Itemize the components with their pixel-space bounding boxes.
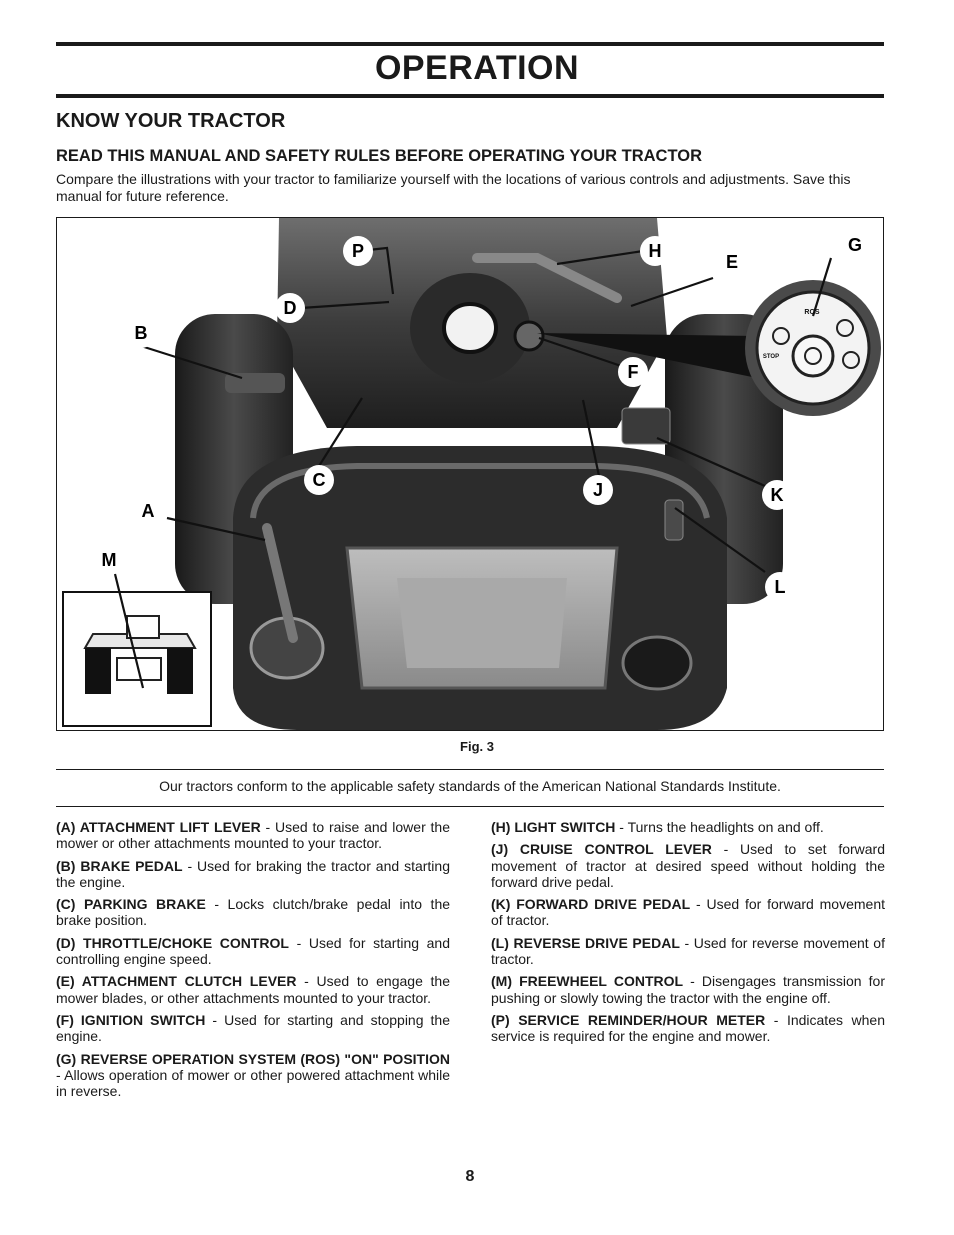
stop-label: STOP: [763, 354, 779, 360]
callout-letters: B D P H E G F C J K A M L: [94, 230, 870, 602]
item-label: (J) CRUISE CONTROL LEVER: [491, 841, 712, 858]
description-item-j: (J) CRUISE CONTROL LEVER - Used to set f…: [491, 841, 885, 890]
callout-m: M: [102, 550, 117, 570]
page-title: OPERATION: [374, 49, 580, 87]
item-label: (G) REVERSE OPERATION SYSTEM (ROS) "ON" …: [56, 1050, 450, 1067]
item-text: - Used for forward movement of tractor.: [491, 896, 885, 929]
title-rule: [56, 94, 884, 98]
descriptions-right-column: (H) LIGHT SWITCH - Turns the headlights …: [491, 819, 885, 1051]
callout-f: F: [628, 362, 639, 382]
tractor-illustration: ROS STOP: [62, 218, 881, 730]
description-item-h: (H) LIGHT SWITCH - Turns the headlights …: [491, 819, 885, 835]
callout-e: E: [726, 252, 738, 272]
description-item-a: (A) ATTACHMENT LIFT LEVER - Used to rais…: [56, 819, 450, 852]
item-text: - Used for starting and controlling engi…: [56, 934, 450, 968]
description-item-g: (G) REVERSE OPERATION SYSTEM (ROS) "ON" …: [56, 1051, 450, 1100]
item-text: - Locks clutch/brake pedal into the brak…: [56, 896, 451, 929]
callout-p: P: [352, 241, 364, 261]
item-label: (L) REVERSE DRIVE PEDAL: [491, 934, 680, 951]
callout-g: G: [848, 235, 862, 255]
item-label: (M) FREEWHEEL CONTROL: [491, 973, 684, 990]
callout-d: D: [284, 298, 297, 318]
description-item-l: (L) REVERSE DRIVE PEDAL - Used for rever…: [491, 935, 885, 968]
standards-note: Our tractors conform to the applicable s…: [159, 778, 781, 794]
note-rule-bottom: [56, 806, 884, 807]
fender-rim: [250, 463, 710, 519]
description-item-p: (P) SERVICE REMINDER/HOUR METER - Indica…: [491, 1012, 885, 1045]
item-label: (P) SERVICE REMINDER/HOUR METER: [491, 1011, 766, 1028]
lift-lever: [262, 523, 298, 643]
intro-paragraph: Compare the illustrations with your trac…: [56, 171, 851, 204]
description-item-d: (D) THROTTLE/CHOKE CONTROL - Used for st…: [56, 935, 450, 968]
cup-holder: [621, 635, 693, 691]
description-item-k: (K) FORWARD DRIVE PEDAL - Used for forwa…: [491, 896, 885, 929]
page-number: 8: [465, 1168, 475, 1185]
item-label: (K) FORWARD DRIVE PEDAL: [491, 896, 691, 913]
callout-leaders: [113, 246, 833, 689]
figure-caption: Fig. 3: [460, 739, 494, 754]
item-text: - Allows operation of mower or other pow…: [56, 1066, 450, 1100]
item-label: (F) IGNITION SWITCH: [56, 1011, 206, 1028]
item-label: (D) THROTTLE/CHOKE CONTROL: [56, 934, 289, 951]
description-item-e: (E) ATTACHMENT CLUTCH LEVER - Used to en…: [56, 973, 450, 1006]
top-rule: [56, 42, 884, 46]
item-text: - Used to engage the mower blades, or ot…: [56, 973, 450, 1006]
item-label: (H) LIGHT SWITCH: [491, 819, 616, 835]
item-label: (E) ATTACHMENT CLUTCH LEVER: [56, 973, 297, 990]
note-rule-top: [56, 769, 884, 770]
descriptions-left-column: (A) ATTACHMENT LIFT LEVER - Used to rais…: [56, 819, 450, 1105]
forward-pedal: [621, 407, 671, 445]
item-label: (B) BRAKE PEDAL: [56, 857, 183, 874]
ros-label: ROS: [804, 309, 820, 316]
zoom-wedge: [537, 333, 757, 378]
item-label: (C) PARKING BRAKE: [56, 896, 206, 913]
item-text: - Used to raise and lower the mower or o…: [56, 819, 451, 852]
subsection-title: READ THIS MANUAL AND SAFETY RULES BEFORE…: [56, 147, 702, 165]
ignition-switch: [513, 320, 545, 352]
callout-h: H: [649, 241, 662, 261]
item-text: - Used for starting and stopping the eng…: [56, 1011, 450, 1045]
callout-b: B: [135, 323, 148, 343]
callout-l: L: [775, 577, 786, 597]
reverse-pedal: [664, 499, 684, 541]
tractor-controls-figure: ROS STOP: [56, 217, 884, 731]
item-text: - Turns the headlights on and off.: [615, 819, 824, 835]
description-item-m: (M) FREEWHEEL CONTROL - Disengages trans…: [491, 973, 885, 1006]
description-item-b: (B) BRAKE PEDAL - Used for braking the t…: [56, 858, 450, 891]
item-label: (A) ATTACHMENT LIFT LEVER: [56, 819, 261, 835]
freewheel-inset: [62, 591, 212, 727]
item-text: - Disengages transmission for pushing or…: [491, 973, 886, 1006]
steering-hub: [442, 302, 498, 354]
clutch-lever: [472, 253, 622, 303]
item-text: - Used for braking the tractor and start…: [56, 857, 450, 890]
item-text: - Indicates when service is required for…: [491, 1011, 885, 1045]
callout-j: J: [593, 480, 603, 500]
seat-cushion: [397, 578, 567, 668]
callout-a: A: [142, 501, 155, 521]
description-item-c: (C) PARKING BRAKE - Locks clutch/brake p…: [56, 896, 450, 929]
description-item-f: (F) IGNITION SWITCH - Used for starting …: [56, 1012, 450, 1045]
item-text: - Used to set forward movement of tracto…: [491, 841, 886, 890]
item-text: - Used for reverse movement of tractor.: [491, 934, 885, 968]
ignition-zoom: ROS STOP: [745, 280, 881, 416]
callout-k: K: [771, 485, 784, 505]
callout-c: C: [313, 470, 326, 490]
section-title: KNOW YOUR TRACTOR: [56, 110, 286, 132]
